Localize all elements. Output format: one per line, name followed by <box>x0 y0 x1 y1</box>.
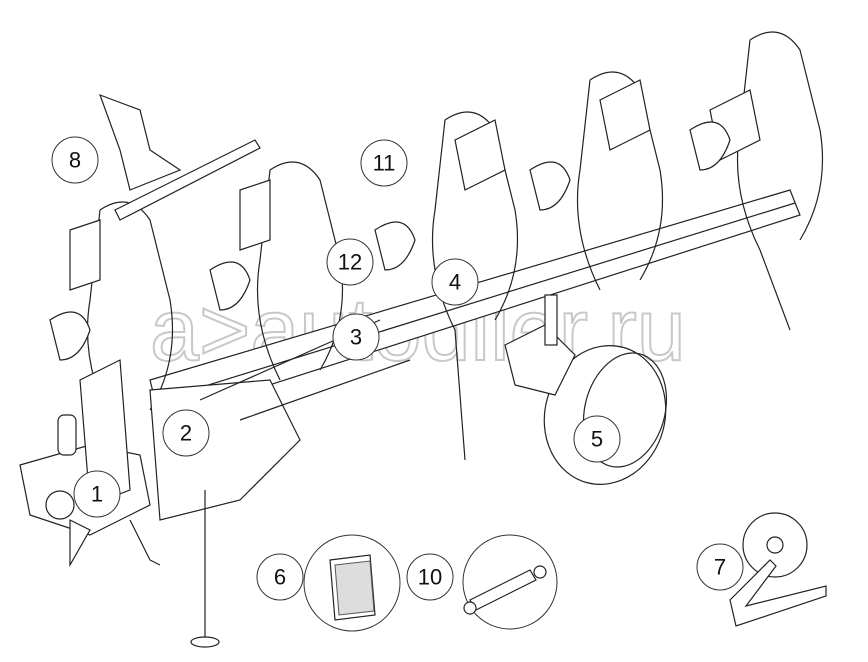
callout-11[interactable]: 11 <box>360 139 408 187</box>
callout-7[interactable]: 7 <box>696 543 744 591</box>
part-8-drawing <box>98 93 261 221</box>
part-6-drawing <box>303 534 401 632</box>
callout-4[interactable]: 4 <box>431 258 479 306</box>
plough-bodies <box>49 31 824 461</box>
part-7-drawing <box>729 512 827 627</box>
svg-text:7: 7 <box>714 555 726 580</box>
callout-2[interactable]: 2 <box>162 409 210 457</box>
svg-text:1: 1 <box>91 482 103 507</box>
svg-text:10: 10 <box>418 565 442 590</box>
svg-text:11: 11 <box>373 151 396 176</box>
svg-text:4: 4 <box>449 270 461 295</box>
callout-10[interactable]: 10 <box>406 553 454 601</box>
svg-text:8: 8 <box>69 148 81 173</box>
svg-text:5: 5 <box>591 427 603 452</box>
callout-12[interactable]: 12 <box>326 238 374 286</box>
callout-5[interactable]: 5 <box>573 415 621 463</box>
svg-text:2: 2 <box>180 421 192 446</box>
svg-text:6: 6 <box>274 565 286 590</box>
callout-3[interactable]: 3 <box>332 313 380 361</box>
part-10-drawing <box>462 534 558 630</box>
svg-text:3: 3 <box>350 325 362 350</box>
callout-8[interactable]: 8 <box>51 136 99 184</box>
callout-6[interactable]: 6 <box>256 553 304 601</box>
depth-wheel <box>504 294 668 485</box>
svg-text:12: 12 <box>338 250 362 275</box>
callout-1[interactable]: 1 <box>73 470 121 518</box>
